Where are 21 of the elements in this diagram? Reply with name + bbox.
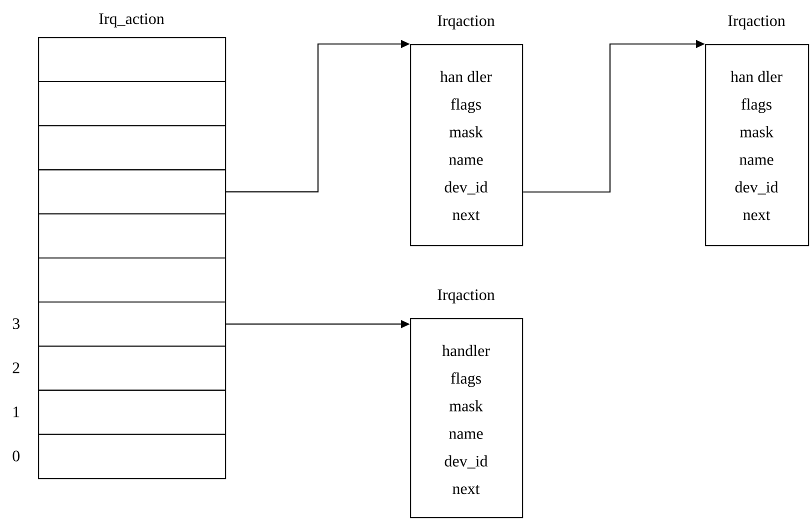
index-number: 3	[12, 318, 20, 330]
array-cell	[38, 169, 226, 214]
node-label: Irqaction	[728, 15, 786, 30]
array-cell	[38, 346, 226, 391]
index-number: 0	[12, 450, 20, 462]
array-cell	[38, 125, 226, 170]
array-cell	[38, 81, 226, 126]
array-cell	[38, 213, 226, 258]
index-number: 2	[12, 362, 20, 374]
node-label: Irq_action	[99, 13, 164, 28]
index-number: 1	[14, 406, 20, 418]
struct-box: Irqaction han dler flags mask name dev_id next	[410, 15, 524, 246]
struct-box: Irqaction handler flags mask name dev_id next	[410, 289, 524, 518]
array-cell	[38, 37, 226, 82]
struct-box: Irqaction han dler flags mask name dev_id next	[705, 15, 810, 246]
array-cell	[38, 258, 226, 302]
node-label: Irqaction	[438, 15, 495, 30]
array-cell	[38, 390, 226, 435]
array-cell	[38, 302, 226, 347]
array-cell	[38, 434, 226, 479]
node-label: Irqaction	[438, 289, 495, 304]
